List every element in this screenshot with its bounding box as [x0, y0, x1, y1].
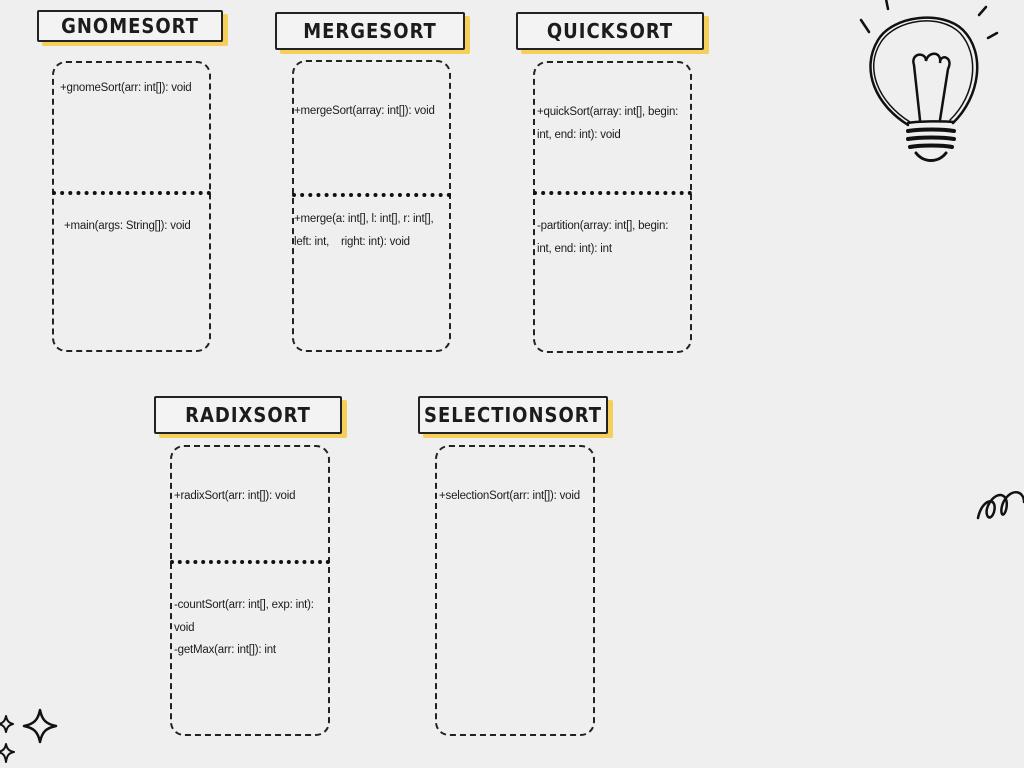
class-box-quicksort: +quickSort(array: int[], begin: int, end…: [533, 61, 692, 353]
method-merge-line1: +merge(a: int[], l: int[], r: int[],: [294, 213, 434, 225]
section-divider: [52, 191, 211, 195]
method-main: +main(args: String[]): void: [64, 220, 191, 232]
method-partition-line1: -partition(array: int[], begin:: [537, 220, 669, 232]
method-mergesort: +mergeSort(array: int[]): void: [294, 105, 435, 117]
class-box-mergesort: +mergeSort(array: int[]): void +merge(a:…: [292, 60, 451, 352]
method-radixsort: +radixSort(arr: int[]): void: [174, 490, 296, 502]
method-quicksort-line2: int, end: int): void: [537, 129, 621, 141]
section-divider: [292, 193, 451, 197]
class-title-mergesort: MERGESORT: [275, 12, 465, 50]
method-getmax: -getMax(arr: int[]): int: [174, 644, 276, 656]
section-divider: [170, 560, 330, 564]
class-box-selectionsort: +selectionSort(arr: int[]): void: [435, 445, 595, 736]
class-box-gnomesort: +gnomeSort(arr: int[]): void +main(args:…: [52, 61, 211, 352]
method-merge-line2: left: int, right: int): void: [294, 236, 410, 248]
loop-squiggle-icon: [976, 490, 1024, 520]
method-countsort-line2: void: [174, 622, 195, 634]
class-box-radixsort: +radixSort(arr: int[]): void -countSort(…: [170, 445, 330, 736]
method-gnomesort: +gnomeSort(arr: int[]): void: [60, 82, 192, 94]
method-partition-line2: int, end: int): int: [537, 243, 612, 255]
sparkle-stars-icon: [0, 708, 58, 763]
lightbulb-icon: [859, 0, 999, 162]
method-countsort-line1: -countSort(arr: int[], exp: int):: [174, 599, 314, 611]
section-divider: [533, 191, 692, 195]
class-title-selectionsort: SELECTIONSORT: [418, 396, 608, 434]
method-quicksort-line1: +quickSort(array: int[], begin:: [537, 106, 679, 118]
class-title-quicksort: QUICKSORT: [516, 12, 704, 50]
method-selectionsort: +selectionSort(arr: int[]): void: [439, 490, 580, 502]
class-title-radixsort: RADIXSORT: [154, 396, 342, 434]
class-title-gnomesort: GNOMESORT: [37, 10, 223, 42]
